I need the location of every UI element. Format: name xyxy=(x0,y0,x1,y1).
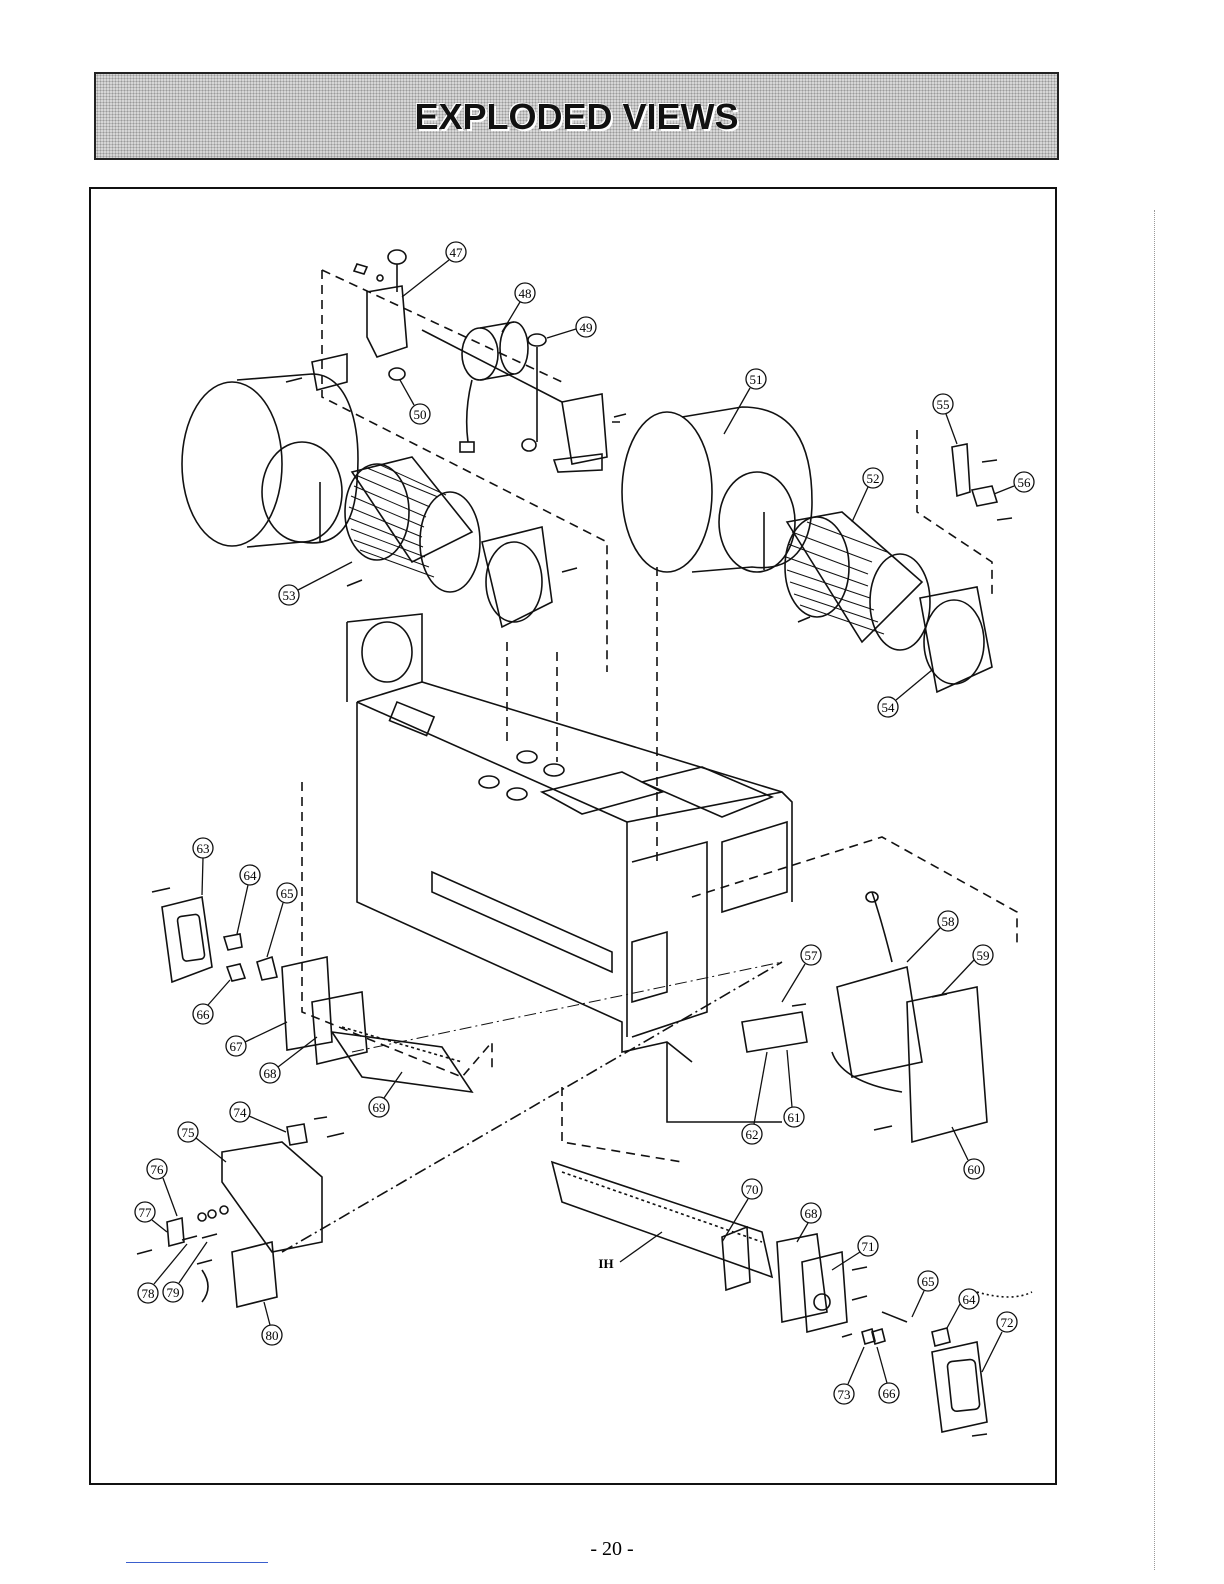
svg-text:72: 72 xyxy=(1001,1315,1014,1330)
svg-text:68: 68 xyxy=(805,1206,818,1221)
callout-64: 64 xyxy=(237,865,260,934)
callout-79: 79 xyxy=(163,1242,207,1302)
callout-65-right: 65 xyxy=(912,1271,938,1317)
svg-text:50: 50 xyxy=(414,407,427,422)
callout-73: 73 xyxy=(834,1347,864,1404)
callout-57: 57 xyxy=(782,945,821,1002)
svg-text:67: 67 xyxy=(230,1039,244,1054)
lower-left-bracket-parts xyxy=(137,1117,344,1307)
svg-text:75: 75 xyxy=(182,1125,195,1140)
motor-bracket-assembly xyxy=(286,250,626,672)
footer-link-underline xyxy=(126,1562,268,1563)
svg-text:65: 65 xyxy=(281,886,294,901)
svg-text:80: 80 xyxy=(266,1328,279,1343)
callout-75: 75 xyxy=(178,1122,226,1162)
callout-61: 61 xyxy=(784,1050,804,1127)
callout-48: 48 xyxy=(502,283,535,332)
svg-text:78: 78 xyxy=(142,1286,155,1301)
svg-text:79: 79 xyxy=(167,1285,180,1300)
right-blower-assembly xyxy=(622,407,992,862)
svg-text:76: 76 xyxy=(151,1162,165,1177)
svg-text:77: 77 xyxy=(139,1205,153,1220)
callout-47: 47 xyxy=(402,242,466,297)
callout-66-right: 66 xyxy=(877,1347,899,1403)
svg-text:52: 52 xyxy=(867,471,880,486)
callout-50: 50 xyxy=(400,380,430,424)
svg-text:62: 62 xyxy=(746,1127,759,1142)
svg-text:55: 55 xyxy=(937,397,950,412)
callout-63: 63 xyxy=(193,838,213,895)
svg-text:53: 53 xyxy=(283,588,296,603)
svg-text:54: 54 xyxy=(882,700,896,715)
callout-58: 58 xyxy=(907,911,958,962)
svg-text:51: 51 xyxy=(750,372,763,387)
page-title: EXPLODED VIEWS xyxy=(96,96,1057,138)
svg-text:47: 47 xyxy=(450,245,464,260)
callouts: 47 48 49 50 51 52 53 54 55 56 57 58 59 6… xyxy=(135,242,1034,1404)
callout-56: 56 xyxy=(994,472,1034,494)
callout-74: 74 xyxy=(230,1102,286,1132)
svg-text:63: 63 xyxy=(197,841,210,856)
callout-49: 49 xyxy=(547,317,596,338)
callout-55: 55 xyxy=(933,394,957,444)
svg-text:60: 60 xyxy=(968,1162,981,1177)
svg-text:69: 69 xyxy=(373,1100,386,1115)
callout-60: 60 xyxy=(952,1127,984,1179)
callout-70: 70 xyxy=(722,1179,762,1242)
margin-guide xyxy=(1154,210,1156,1570)
svg-text:74: 74 xyxy=(234,1105,248,1120)
svg-text:68: 68 xyxy=(264,1066,277,1081)
svg-text:49: 49 xyxy=(580,320,593,335)
svg-text:73: 73 xyxy=(838,1387,851,1402)
callout-67: 67 xyxy=(226,1022,287,1056)
lower-right-rail-parts xyxy=(552,1162,1032,1436)
label-ih: IH xyxy=(598,1232,662,1271)
page-number: - 20 - xyxy=(0,1538,1224,1561)
svg-text:61: 61 xyxy=(788,1110,801,1125)
callout-80: 80 xyxy=(262,1302,282,1345)
callout-59: 59 xyxy=(942,945,993,994)
callout-68: 68 xyxy=(260,1037,317,1083)
callout-66: 66 xyxy=(193,980,230,1024)
callout-78: 78 xyxy=(138,1244,187,1303)
svg-text:66: 66 xyxy=(197,1007,211,1022)
svg-text:65: 65 xyxy=(922,1274,935,1289)
callout-76: 76 xyxy=(147,1159,177,1216)
control-board-parts xyxy=(692,837,1017,1142)
callout-51: 51 xyxy=(724,369,766,434)
callout-64-right: 64 xyxy=(947,1289,979,1328)
callout-54: 54 xyxy=(878,670,932,717)
svg-text:IH: IH xyxy=(598,1256,613,1271)
svg-text:66: 66 xyxy=(883,1386,897,1401)
svg-text:70: 70 xyxy=(746,1182,759,1197)
exploded-view-diagram: 47 48 49 50 51 52 53 54 55 56 57 58 59 6… xyxy=(91,189,1055,1483)
svg-text:59: 59 xyxy=(977,948,990,963)
svg-text:57: 57 xyxy=(805,948,819,963)
left-blower-assembly xyxy=(182,374,577,627)
bracket-55-56 xyxy=(917,430,1012,598)
callout-62: 62 xyxy=(742,1052,767,1144)
callout-53: 53 xyxy=(279,562,352,605)
callout-77: 77 xyxy=(135,1202,167,1232)
svg-text:64: 64 xyxy=(244,868,258,883)
diagram-frame: 47 48 49 50 51 52 53 54 55 56 57 58 59 6… xyxy=(89,187,1057,1485)
main-cabinet xyxy=(302,614,792,1162)
title-banner: EXPLODED VIEWS xyxy=(94,72,1059,160)
svg-text:64: 64 xyxy=(963,1292,977,1307)
svg-text:71: 71 xyxy=(862,1239,875,1254)
svg-text:56: 56 xyxy=(1018,475,1032,490)
callout-72: 72 xyxy=(982,1312,1017,1372)
svg-text:58: 58 xyxy=(942,914,955,929)
callout-65: 65 xyxy=(267,883,297,957)
svg-text:48: 48 xyxy=(519,286,532,301)
callout-52: 52 xyxy=(852,468,883,522)
